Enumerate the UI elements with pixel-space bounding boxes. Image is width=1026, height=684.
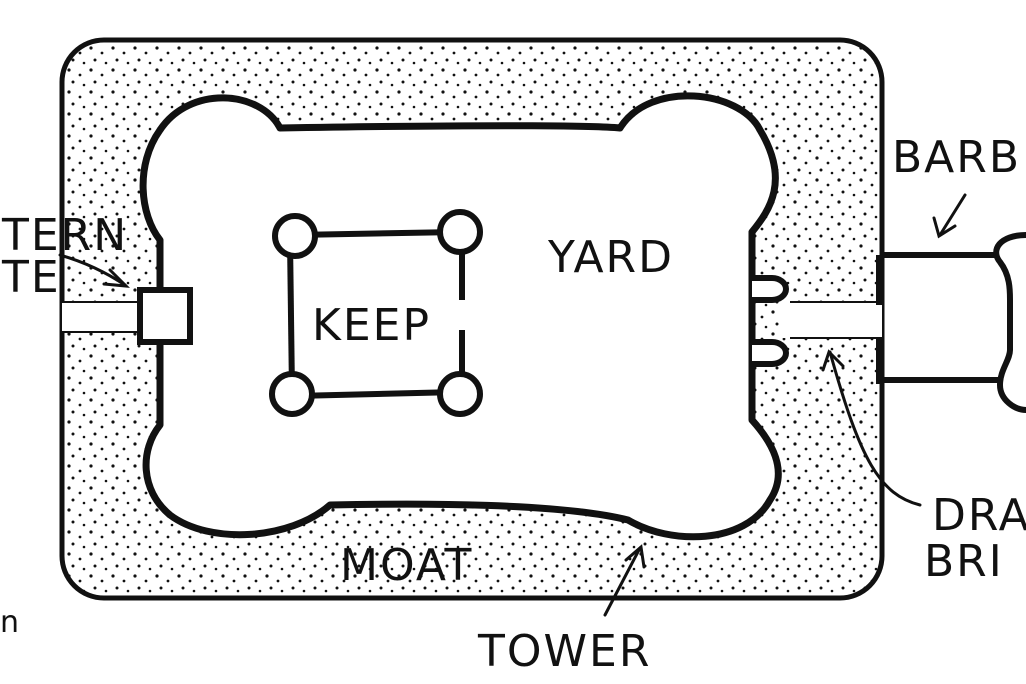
keep-label: KEEP	[312, 300, 431, 351]
gate-tower-upper	[752, 275, 789, 303]
postern-gate	[137, 287, 193, 345]
tower-label: TOWER	[477, 626, 651, 677]
drawbridge-label-line2: BRI	[924, 536, 1004, 587]
postern-label-line2: TE	[1, 252, 61, 303]
barbican	[876, 232, 1026, 413]
barbican-arrow	[938, 193, 967, 237]
yard-label: YARD	[547, 232, 674, 283]
tower-arrow	[603, 546, 642, 617]
gate-tower-lower	[752, 339, 789, 367]
drawbridge-label-line1: DRA	[932, 490, 1026, 541]
edge-mark: n	[0, 605, 21, 640]
drawbridge-arrow	[828, 350, 922, 507]
moat-label: MOAT	[340, 540, 473, 591]
curtain-wall	[139, 92, 782, 541]
keep	[269, 209, 483, 417]
barbican-label: BARB	[892, 132, 1021, 183]
drawbridge	[780, 302, 882, 338]
postern-label-line1: TERN	[1, 210, 128, 261]
